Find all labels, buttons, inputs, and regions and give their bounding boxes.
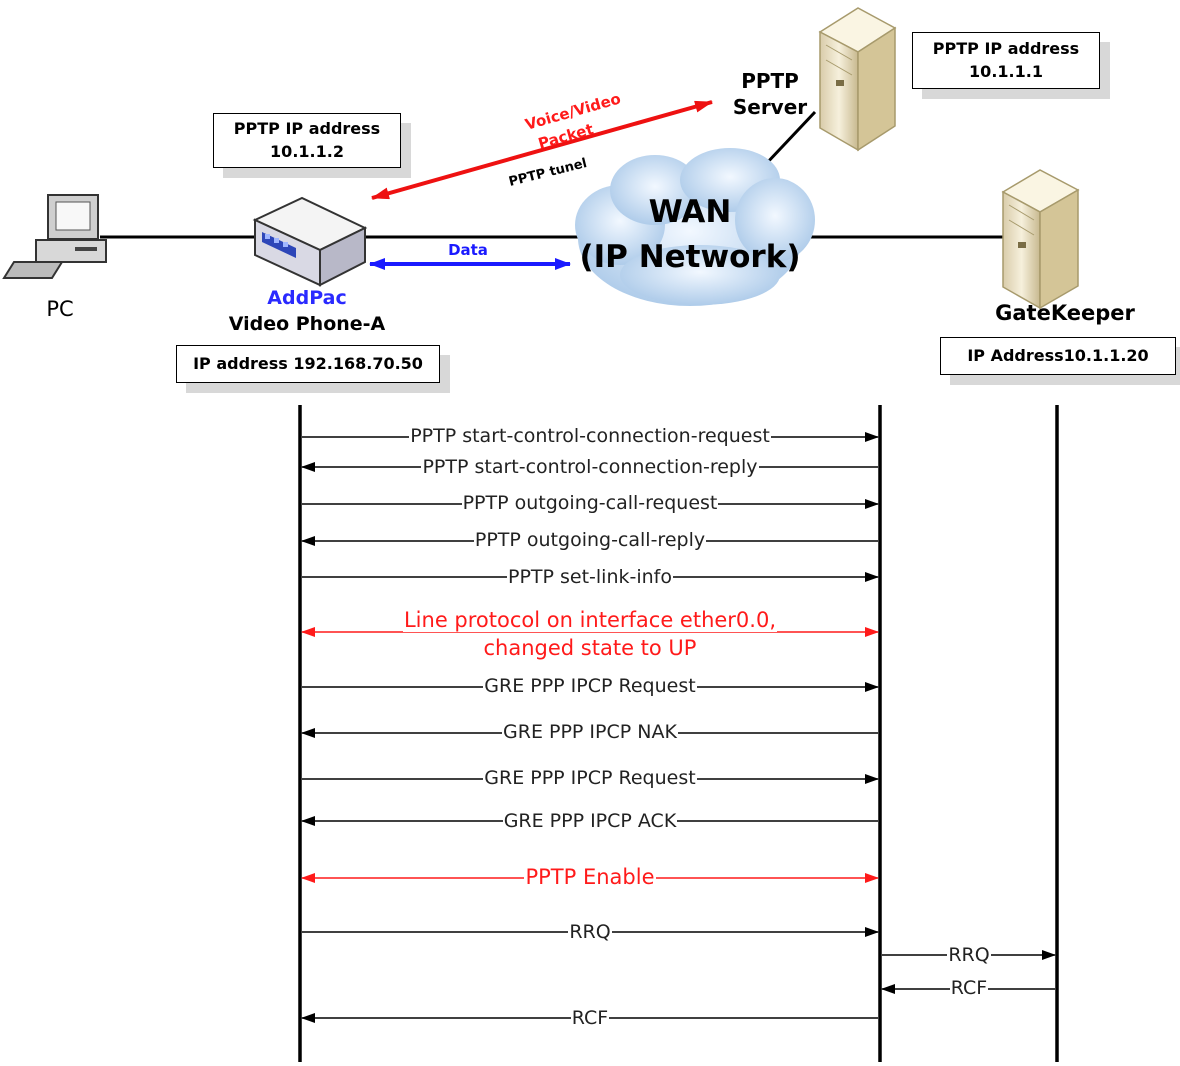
pptp-server-label-line1: PPTP (741, 69, 799, 93)
message-label: PPTP start-control-connection-request (300, 425, 880, 447)
phone-pptp-ip-box-line2: 10.1.1.2 (270, 142, 344, 161)
message-text: GRE PPP IPCP NAK (502, 721, 678, 743)
phone-pptp-ip-box-line1: PPTP IP address (233, 119, 381, 138)
message-label: RCF (300, 1007, 880, 1029)
message-text: PPTP start-control-connection-reply (421, 456, 759, 478)
message-text: RCF (949, 977, 989, 999)
pptp-server-icon (818, 7, 897, 152)
message-text: PPTP outgoing-call-request (461, 492, 719, 514)
gatekeeper-ip-box-text: IP Address10.1.1.20 (967, 346, 1149, 365)
message-label: GRE PPP IPCP NAK (300, 721, 880, 743)
pc-icon (2, 194, 107, 279)
gatekeeper-icon (1001, 169, 1080, 310)
pptp-server-label-line2: Server (732, 95, 808, 119)
message-text: RRQ (947, 944, 991, 966)
message-label: PPTP set-link-info (300, 566, 880, 588)
server-to-wan-link (763, 110, 817, 167)
gatekeeper-ip-box: IP Address10.1.1.20 (940, 337, 1176, 375)
server-ip-box-line2: 10.1.1.1 (969, 62, 1043, 81)
message-label-gk: RRQ (880, 944, 1058, 966)
message-label: RRQ (300, 921, 880, 943)
video-phone-icon (252, 196, 368, 360)
message-text: GRE PPP IPCP Request (483, 675, 697, 697)
wan-label-line1: WAN (649, 194, 732, 230)
data-label: Data (448, 241, 488, 259)
message-label: PPTP outgoing-call-request (300, 492, 880, 514)
server-ip-box: PPTP IP address 10.1.1.1 (912, 32, 1100, 89)
phone-ip-box: IP address 192.168.70.50 (176, 345, 440, 383)
message-text-line2: changed state to UP (482, 636, 698, 660)
pc-label: PC (46, 297, 74, 321)
message-label: PPTP start-control-connection-reply (300, 456, 880, 478)
pptp-tunnel-label: PPTP tunel (507, 156, 588, 190)
message-label: GRE PPP IPCP Request (300, 767, 880, 789)
gatekeeper-label: GateKeeper (995, 301, 1135, 325)
message-label-gk: RCF (880, 977, 1058, 999)
message-label: GRE PPP IPCP Request (300, 675, 880, 697)
message-label-line-protocol: Line protocol on interface ether0.0, cha… (300, 606, 880, 662)
phone-pptp-ip-box: PPTP IP address 10.1.1.2 (213, 113, 401, 168)
message-label: GRE PPP IPCP ACK (300, 810, 880, 832)
pptp-server-label: PPTP Server (722, 68, 818, 120)
message-label: PPTP outgoing-call-reply (300, 529, 880, 551)
wan-label-line2: (IP Network) (579, 239, 800, 275)
voice-video-tunnel-arrow (371, 100, 713, 200)
message-text: PPTP outgoing-call-reply (473, 529, 707, 551)
message-text-line1: Line protocol on interface ether0.0, (402, 608, 778, 632)
message-text: PPTP start-control-connection-request (409, 425, 771, 447)
message-text: GRE PPP IPCP ACK (502, 810, 678, 832)
message-text: RCF (570, 1007, 610, 1029)
server-ip-box-line1: PPTP IP address (932, 39, 1080, 58)
message-label-pptp-enable: PPTP Enable (300, 865, 880, 889)
phone-ip-box-text: IP address 192.168.70.50 (193, 354, 423, 373)
addpac-label: AddPac (267, 287, 347, 309)
message-text: RRQ (568, 921, 612, 943)
message-text: PPTP Enable (524, 865, 656, 889)
video-phone-name-label: Video Phone-A (228, 313, 386, 335)
message-text: GRE PPP IPCP Request (483, 767, 697, 789)
message-text: PPTP set-link-info (506, 566, 673, 588)
